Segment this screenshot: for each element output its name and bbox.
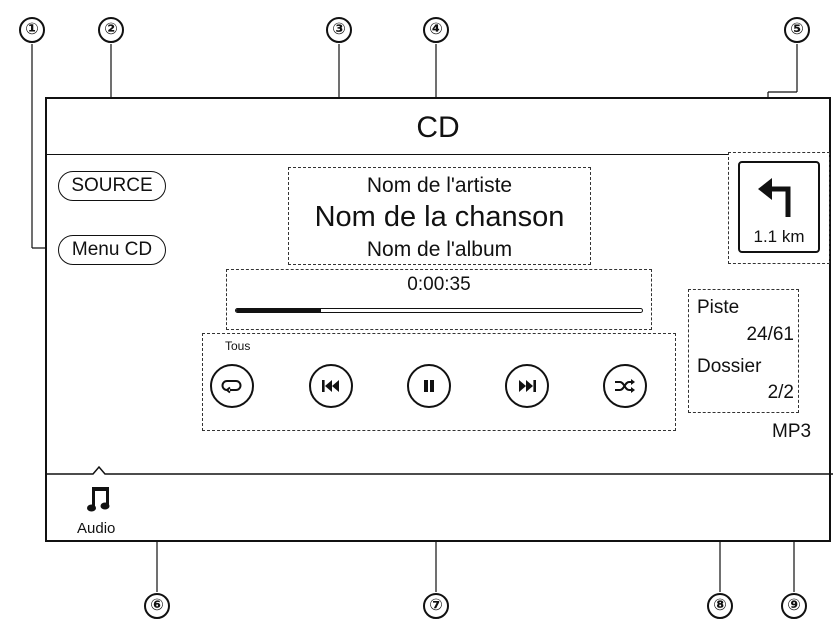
turn-left-arrow-icon xyxy=(758,178,791,217)
folder-label: Dossier xyxy=(697,356,762,377)
repeat-icon xyxy=(221,380,242,394)
callout-6: ⑥ xyxy=(144,593,170,619)
screen-title: CD xyxy=(416,111,460,144)
repeat-button[interactable] xyxy=(210,364,254,408)
repeat-mode-label: Tous xyxy=(225,339,251,353)
callout-9: ⑨ xyxy=(781,593,807,619)
track-number-label: Piste xyxy=(697,297,740,318)
file-format-label: MP3 xyxy=(772,421,812,442)
album-name: Nom de l'album xyxy=(366,238,513,261)
navigation-box: 1.1 km xyxy=(728,152,830,264)
callout-4: ④ xyxy=(423,17,449,43)
folder-value: 2/2 xyxy=(767,382,794,403)
track-info-box: Nom de l'artiste Nom de la chanson Nom d… xyxy=(288,167,591,265)
source-button[interactable]: SOURCE xyxy=(58,171,166,201)
previous-track-button[interactable] xyxy=(309,364,353,408)
turn-distance: 1.1 km xyxy=(753,227,805,246)
song-title: Nom de la chanson xyxy=(314,201,565,233)
pause-button[interactable] xyxy=(407,364,451,408)
progress-bar[interactable] xyxy=(235,308,643,313)
playback-time: 0:00:35 xyxy=(407,274,471,295)
track-number-value: 24/61 xyxy=(746,324,794,345)
audio-screen: CD SOURCE Menu CD Nom de l'artiste Nom d… xyxy=(45,97,833,542)
menu-cd-button[interactable]: Menu CD xyxy=(58,235,166,265)
shuffle-button[interactable] xyxy=(603,364,647,408)
header-divider xyxy=(47,154,729,155)
callout-1: ① xyxy=(19,17,45,43)
shuffle-icon xyxy=(615,379,635,393)
audio-tab-label: Audio xyxy=(77,520,116,537)
previous-track-icon xyxy=(322,380,339,392)
navigation-panel[interactable]: 1.1 km xyxy=(738,161,820,253)
progress-bar-fill xyxy=(236,309,322,312)
artist-name: Nom de l'artiste xyxy=(366,174,513,197)
next-track-icon xyxy=(519,380,536,392)
callout-2: ② xyxy=(98,17,124,43)
callout-8: ⑧ xyxy=(707,593,733,619)
music-note-icon xyxy=(87,487,110,512)
callout-5: ⑤ xyxy=(784,17,810,43)
callout-7: ⑦ xyxy=(423,593,449,619)
playback-controls-box: Tous xyxy=(202,333,676,431)
audio-tab[interactable]: Audio xyxy=(73,482,133,540)
next-track-button[interactable] xyxy=(505,364,549,408)
pause-icon xyxy=(424,380,434,392)
track-folder-info-box: Piste 24/61 Dossier 2/2 xyxy=(688,289,799,413)
callout-3: ③ xyxy=(326,17,352,43)
bottom-bar-divider xyxy=(47,465,833,475)
playback-progress-box: 0:00:35 xyxy=(226,269,652,330)
